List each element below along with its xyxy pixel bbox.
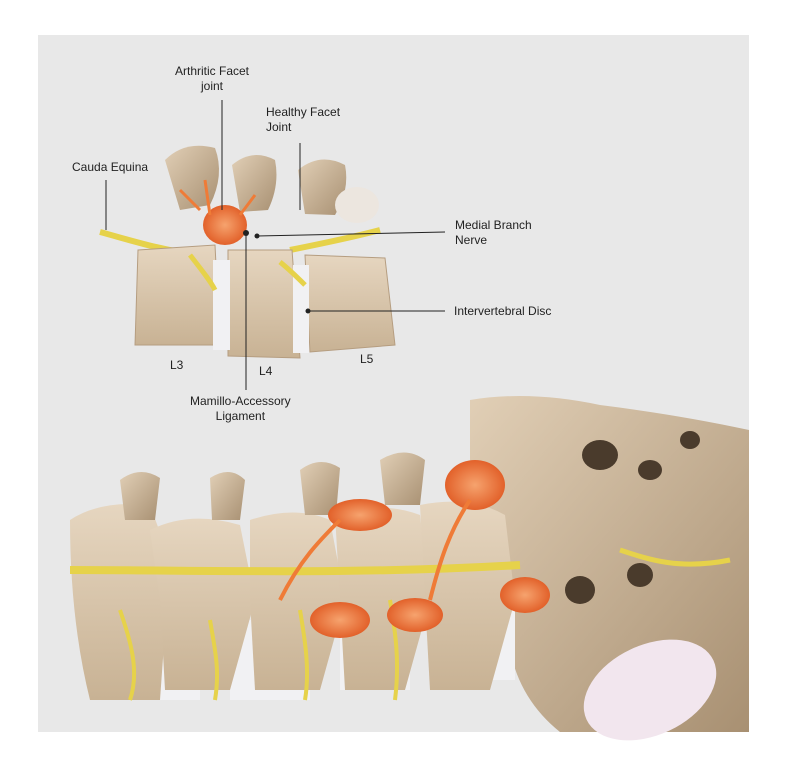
leader-lines [105, 100, 446, 390]
label-l5: L5 [360, 352, 374, 366]
label-cauda-equina: Cauda Equina [72, 160, 149, 174]
label-intervertebral-disc: Intervertebral Disc [454, 304, 552, 318]
label-healthy-facet-joint: Healthy Facet Joint [266, 105, 341, 134]
lumbar-spine-sacrum-illustration [69, 396, 749, 741]
label-mamillo-accessory-ligament: Mamillo-Accessory Ligament [190, 394, 291, 423]
lumbar-segment-diagram [99, 145, 396, 359]
label-medial-branch-nerve: Medial Branch Nerve [455, 218, 532, 247]
label-l4: L4 [259, 364, 273, 378]
label-arthritic-facet-joint: Arthritic Facet joint [175, 64, 250, 93]
label-l3: L3 [170, 358, 184, 372]
